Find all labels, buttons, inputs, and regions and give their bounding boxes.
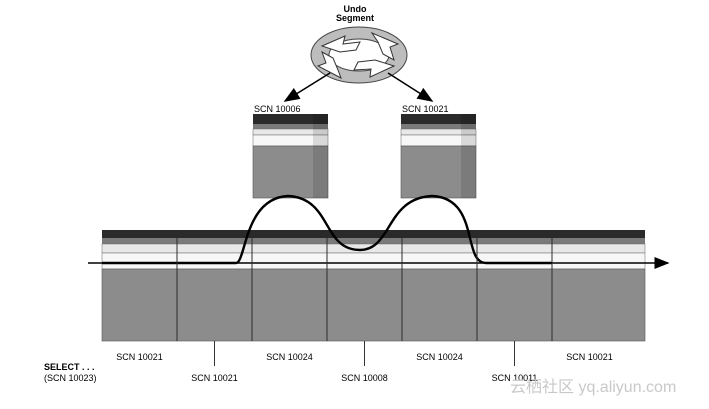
undo-block-1-scn: SCN 10006 — [254, 104, 301, 114]
table-block-scn-label: SCN 10024 — [416, 352, 463, 362]
undo-segment-title-line1: Undo — [344, 4, 367, 14]
table-block-scn-label: SCN 10021 — [116, 352, 163, 362]
table-block-scn-label: SCN 10024 — [266, 352, 313, 362]
recycle-arrows-icon — [310, 26, 408, 84]
query-scn-label: (SCN 10023) — [44, 373, 97, 383]
undo-block-1 — [252, 114, 329, 199]
undo-block-2 — [400, 114, 477, 199]
table-blocks — [101, 230, 646, 342]
query-select-label: SELECT . . . — [44, 362, 95, 372]
table-block-scn-label: SCN 10011 — [492, 373, 538, 383]
table-block-scn-label: SCN 10021 — [191, 373, 238, 383]
watermark: 云栖社区 yq.aliyun.com — [510, 378, 676, 396]
arrow-to-undo-block-1 — [283, 72, 331, 102]
table-block-scn-label: SCN 10021 — [566, 352, 613, 362]
read-path-curve — [102, 194, 552, 265]
undo-segment-title-line2: Segment — [336, 13, 374, 23]
undo-block-2-scn: SCN 10021 — [402, 104, 449, 114]
arrow-to-undo-block-2 — [387, 72, 434, 102]
table-block-scn-label: SCN 10008 — [341, 373, 388, 383]
